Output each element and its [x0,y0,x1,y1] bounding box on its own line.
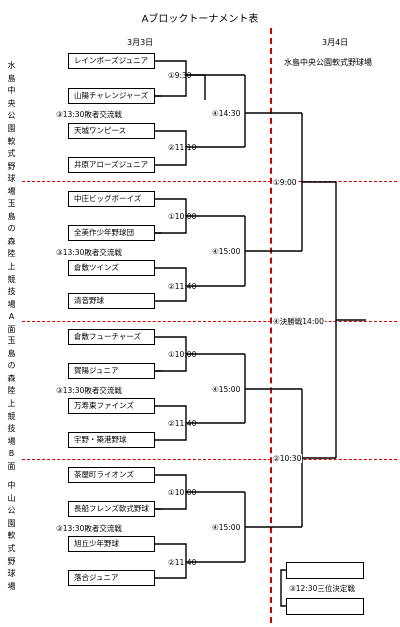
section-separator-2 [22,321,397,322]
match-label: ①10:00 [168,350,197,359]
team-box: レインボーズジュニア [68,53,155,69]
page-title: Aブロックトーナメント表 [141,14,259,25]
semi-label: ④15:00 [212,523,241,532]
third-place-box-bottom [286,598,364,615]
section-separator-1 [22,181,397,182]
team-box: 賀陽ジュニア [68,363,155,379]
venue-label-2: 玉島の森陸上競技場A面 [7,199,16,334]
day2-semi-bottom-label: ②10:30 [272,454,303,463]
match-label: ①9:30 [168,71,192,80]
venue-day2: 水島中央公園軟式野球場 [284,58,372,67]
match-label: ②11:40 [168,558,197,567]
match-label: ②11:40 [168,282,197,291]
match-label: ①10:00 [168,212,197,221]
team-box: 清音野球 [68,293,155,309]
team-box: 倉敷フューチャーズ [68,329,155,345]
team-box: 万寿東ファインズ [68,398,155,414]
team-box: 全美作少年野球団 [68,225,155,241]
third-place-box-top [286,562,364,579]
semi-label: ④15:00 [212,385,241,394]
day2-semi-top-label: ①9:00 [272,178,298,187]
team-box: 天城ワンピース [68,123,155,139]
consolation-label: ③13:30敗者交流戦 [56,110,122,119]
team-box: 茶屋町ライオンズ [68,467,155,483]
semi-label: ④14:30 [212,109,241,118]
team-box: 井原アローズジュニア [68,157,155,173]
venue-label-4: 中山公園軟式野球場 [7,481,16,591]
date-day1: 3月3日 [127,38,154,47]
team-box: 倉敷ツインズ [68,260,155,276]
team-box: 旭丘少年野球 [68,536,155,552]
match-label: ②11:10 [168,143,197,152]
team-box: 長船フレンズ軟式野球 [68,501,155,517]
venue-label-1: 水島中央公園軟式野球場 [7,61,16,196]
team-box: 落合ジュニア [68,570,155,586]
consolation-label: ③13:30敗者交流戦 [56,248,122,257]
day-separator [270,28,272,623]
team-box: 山陽チャレンジャーズ [68,88,155,104]
semi-label: ④15:00 [212,247,241,256]
third-place-label: ③12:30三位決定戦 [289,584,355,593]
day2-final-label: ④決勝戦14:00 [272,316,325,327]
match-label: ①10:00 [168,488,197,497]
consolation-label: ③13:30敗者交流戦 [56,386,122,395]
match-label: ②11:40 [168,419,197,428]
team-box: 中庄ビッグボーイズ [68,191,155,207]
date-day2: 3月4日 [322,38,349,47]
consolation-label: ③13:30敗者交流戦 [56,524,122,533]
team-box: 宇野・築港野球 [68,432,155,448]
section-separator-3 [22,459,397,460]
venue-label-3: 玉島の森陸上競技場B面 [7,336,16,471]
